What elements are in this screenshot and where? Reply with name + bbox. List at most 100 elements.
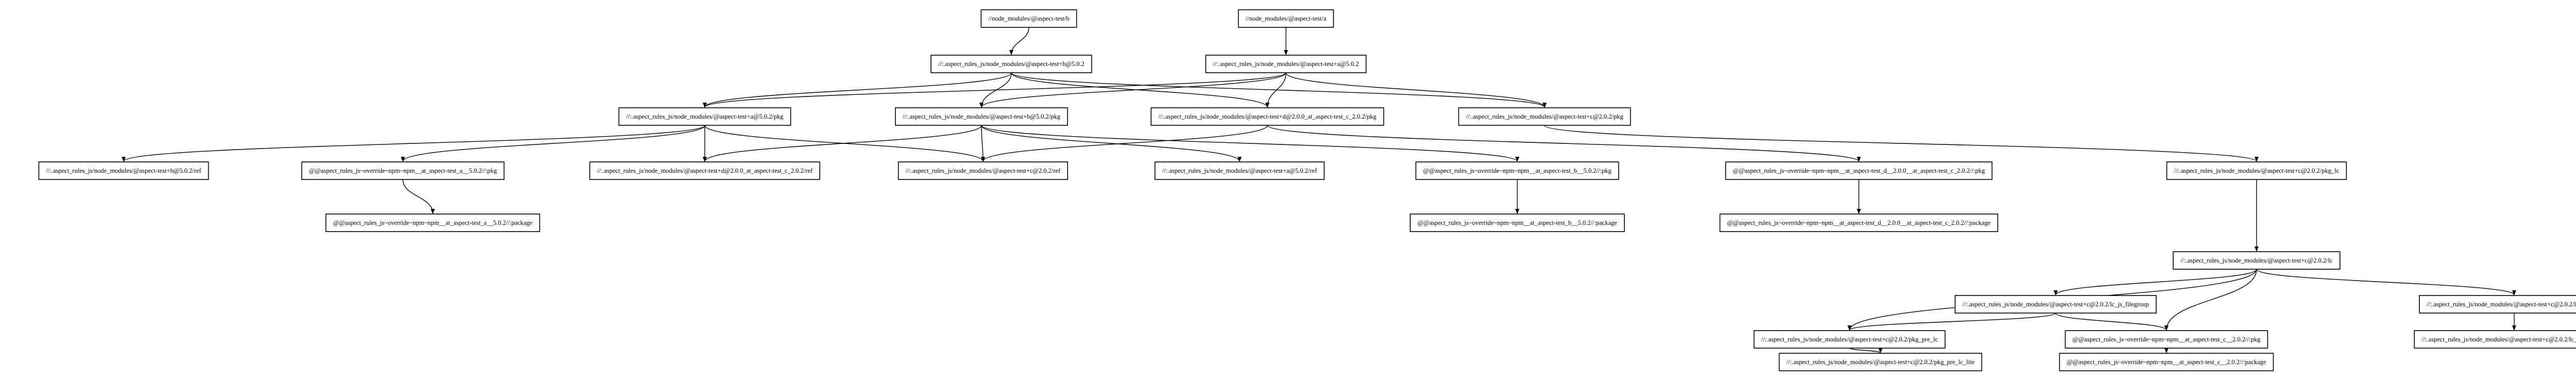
graph-node-n5: //:.aspect_rules_js/node_modules/@aspect…	[618, 107, 791, 126]
node-label: //:.aspect_rules_js/node_modules/@aspect…	[1786, 358, 1975, 366]
node-box	[930, 55, 1092, 73]
node-label: //:.aspect_rules_js/node_modules/@aspect…	[903, 113, 1061, 120]
graph-node-n23: //:.aspect_rules_js/node_modules/@aspect…	[1753, 330, 1946, 349]
node-box	[1154, 161, 1325, 180]
edge-n6-to-n14	[981, 125, 1519, 162]
node-label: //:.aspect_rules_js/node_modules/@aspect…	[1962, 301, 2149, 308]
graph-node-n26: //:.aspect_rules_js/node_modules/@aspect…	[1778, 353, 1982, 371]
graph-node-n8: //:.aspect_rules_js/node_modules/@aspect…	[1458, 107, 1631, 126]
edge-n4-to-n8	[1285, 72, 1547, 108]
edge-n4-to-n7	[1265, 72, 1286, 108]
edge-n21-to-n23	[1848, 313, 2056, 331]
node-label: @@aspect_rules_js~override~npm~npm__at_a…	[1727, 219, 1991, 226]
graph-node-n14: @@aspect_rules_js~override~npm~npm__at_a…	[1415, 161, 1619, 180]
node-label: //:.aspect_rules_js/node_modules/@aspect…	[2180, 257, 2333, 264]
graph-node-n27: @@aspect_rules_js~override~npm~npm__at_a…	[2059, 353, 2274, 371]
node-box	[618, 107, 791, 126]
edge-n6-to-n12	[980, 125, 985, 162]
edge-n6-to-n11	[703, 125, 982, 162]
node-box	[895, 107, 1068, 126]
node-box	[2059, 353, 2274, 371]
node-box	[1458, 107, 1631, 126]
node-label: //:.aspect_rules_js/node_modules/@aspect…	[2427, 301, 2576, 308]
edge-n23-to-n26	[1849, 348, 1883, 353]
graph-node-n19: @@aspect_rules_js~override~npm~npm__at_a…	[1719, 214, 1998, 232]
node-box	[2419, 295, 2576, 314]
node-box	[325, 214, 540, 232]
edge-n4-to-n5	[703, 72, 1286, 108]
node-box	[1150, 107, 1384, 126]
graph-node-n1: //node_modules/@aspect-test/b	[980, 9, 1077, 28]
node-label: //:.aspect_rules_js/node_modules/@aspect…	[938, 60, 1084, 68]
node-box	[1410, 214, 1625, 232]
node-box	[1753, 330, 1946, 349]
node-box	[2173, 251, 2341, 270]
edge-n5-to-n9	[122, 125, 705, 162]
edge-n4-to-n6	[979, 72, 1286, 108]
edge-n6-to-n13	[981, 125, 1242, 162]
graph-node-n22: //:.aspect_rules_js/node_modules/@aspect…	[2419, 295, 2576, 314]
node-box	[1719, 214, 1998, 232]
node-box	[1238, 9, 1334, 28]
edge-n20-to-n24	[2164, 269, 2257, 331]
node-box	[1778, 353, 1982, 371]
node-label: @@aspect_rules_js~override~npm~npm__at_a…	[2067, 358, 2266, 366]
node-label: @@aspect_rules_js~override~npm~npm__at_a…	[2073, 336, 2261, 343]
node-label: @@aspect_rules_js~override~npm~npm__at_a…	[309, 167, 498, 174]
node-box	[589, 161, 821, 180]
node-box	[980, 9, 1077, 28]
edge-n3-to-n5	[703, 72, 1012, 108]
edge-n7-to-n12	[981, 125, 1268, 162]
node-box	[897, 161, 1069, 180]
node-label: //:.aspect_rules_js/node_modules/@aspect…	[597, 167, 813, 174]
node-label: //:.aspect_rules_js/node_modules/@aspect…	[46, 167, 201, 174]
edge-n1-to-n3	[1009, 27, 1029, 55]
graph-node-n25: //:.aspect_rules_js/node_modules/@aspect…	[2414, 330, 2576, 349]
graph-node-n9: //:.aspect_rules_js/node_modules/@aspect…	[38, 161, 209, 180]
graph-node-n12: //:.aspect_rules_js/node_modules/@aspect…	[897, 161, 1069, 180]
node-box	[1205, 55, 1367, 73]
graph-node-n21: //:.aspect_rules_js/node_modules/@aspect…	[1955, 295, 2157, 314]
node-label: @@aspect_rules_js~override~npm~npm__at_a…	[1423, 167, 1612, 174]
node-label: @@aspect_rules_js~override~npm~npm__at_a…	[333, 219, 533, 226]
node-label: //:.aspect_rules_js/node_modules/@aspect…	[1213, 60, 1359, 68]
node-box	[38, 161, 209, 180]
node-box	[1725, 161, 1993, 180]
node-label: //:.aspect_rules_js/node_modules/@aspect…	[906, 167, 1061, 174]
node-label: @@aspect_rules_js~override~npm~npm__at_a…	[1733, 167, 1985, 174]
node-label: //node_modules/@aspect-test/a	[1246, 15, 1327, 22]
graph-node-n17: @@aspect_rules_js~override~npm~npm__at_a…	[325, 214, 540, 232]
node-box	[1415, 161, 1619, 180]
node-box	[301, 161, 505, 180]
edge-n20-to-n22	[2256, 269, 2516, 296]
node-box	[2064, 330, 2268, 349]
graph-node-n18: @@aspect_rules_js~override~npm~npm__at_a…	[1410, 214, 1625, 232]
edge-n21-to-n24	[2055, 313, 2168, 331]
nodes-layer: //node_modules/@aspect-test/b //node_modu…	[38, 9, 2576, 371]
graph-node-n11: //:.aspect_rules_js/node_modules/@aspect…	[589, 161, 821, 180]
edge-n10-to-n17	[402, 179, 435, 214]
graph-node-n7: //:.aspect_rules_js/node_modules/@aspect…	[1150, 107, 1384, 126]
graph-node-n4: //:.aspect_rules_js/node_modules/@aspect…	[1205, 55, 1367, 73]
graph-node-n16: //:.aspect_rules_js/node_modules/@aspect…	[2166, 161, 2347, 180]
node-label: //:.aspect_rules_js/node_modules/@aspect…	[2421, 336, 2576, 343]
edges-layer	[122, 27, 2516, 353]
node-box	[2166, 161, 2347, 180]
node-label: //:.aspect_rules_js/node_modules/@aspect…	[1466, 113, 1623, 120]
node-label: //:.aspect_rules_js/node_modules/@aspect…	[1761, 336, 1938, 343]
node-label: //:.aspect_rules_js/node_modules/@aspect…	[1162, 167, 1317, 174]
graph-node-n2: //node_modules/@aspect-test/a	[1238, 9, 1334, 28]
node-label: //:.aspect_rules_js/node_modules/@aspect…	[2174, 167, 2340, 174]
node-label: //node_modules/@aspect-test/b	[988, 15, 1069, 22]
graph-node-n10: @@aspect_rules_js~override~npm~npm__at_a…	[301, 161, 505, 180]
graph-node-n3: //:.aspect_rules_js/node_modules/@aspect…	[930, 55, 1092, 73]
edge-n8-to-n16	[1544, 125, 2259, 162]
node-box	[2414, 330, 2576, 349]
node-label: @@aspect_rules_js~override~npm~npm__at_a…	[1417, 219, 1617, 226]
graph-node-n20: //:.aspect_rules_js/node_modules/@aspect…	[2173, 251, 2341, 270]
node-box	[1955, 295, 2157, 314]
node-label: //:.aspect_rules_js/node_modules/@aspect…	[626, 113, 784, 120]
graph-node-n13: //:.aspect_rules_js/node_modules/@aspect…	[1154, 161, 1325, 180]
edge-n3-to-n8	[1011, 72, 1547, 108]
node-label: //:.aspect_rules_js/node_modules/@aspect…	[1158, 113, 1377, 120]
